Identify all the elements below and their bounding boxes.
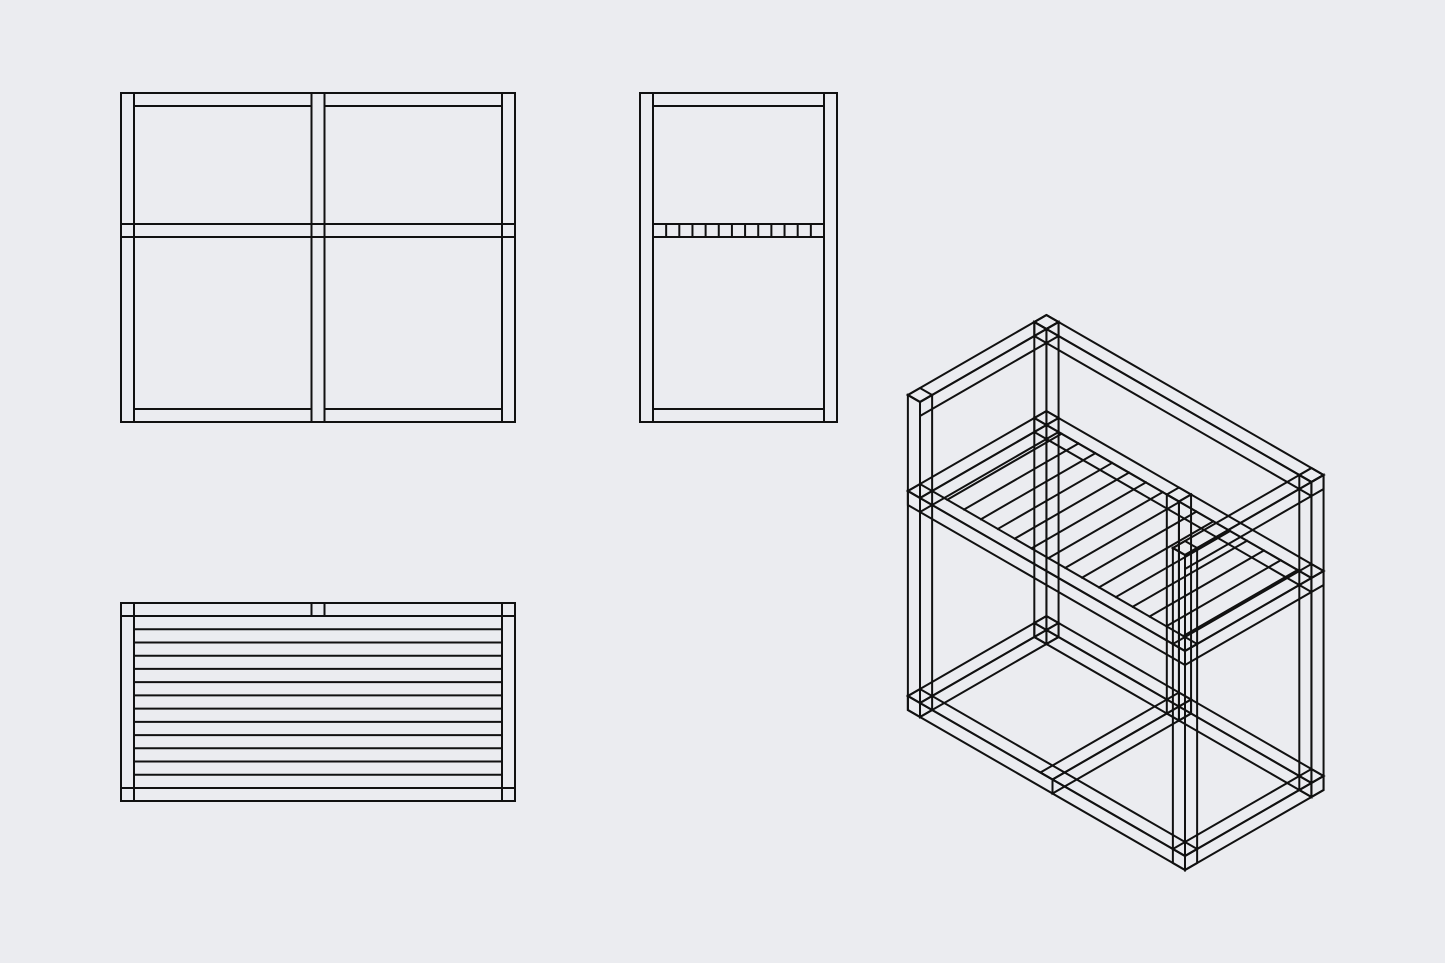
iso-post-back-left	[1032, 313, 1061, 331]
iso-seat-rail-left	[905, 409, 1061, 500]
iso-post-back-right	[1297, 466, 1326, 484]
iso-rail-bottom-right	[1184, 774, 1325, 872]
iso-seat-slat	[945, 432, 1063, 502]
front-rail-seat	[120, 223, 516, 238]
iso-seat-slat	[1097, 519, 1215, 589]
iso-arm-right	[1170, 466, 1326, 557]
iso-rail-bottom-front	[905, 687, 1200, 858]
iso-arm-right	[1184, 473, 1325, 571]
front-rail-bottom	[323, 408, 503, 423]
side-rail-bottom	[652, 408, 825, 423]
front-rail-top	[133, 92, 313, 107]
iso-rail-bottom-middle	[1051, 697, 1193, 796]
iso-top-rail-back	[1033, 320, 1313, 498]
iso-seat-slat	[1148, 549, 1266, 618]
iso-arm-left	[905, 313, 1061, 404]
iso-seat-slat	[996, 461, 1114, 531]
iso-post-back-middle	[1164, 486, 1194, 503]
front-rail-top	[323, 92, 503, 107]
top-post-right	[501, 602, 516, 802]
front-post-left	[120, 92, 135, 423]
iso-seat-slat	[1030, 481, 1148, 550]
iso-post-front-left	[905, 386, 935, 404]
top-outline	[120, 602, 516, 802]
iso-post-back-right	[1298, 473, 1313, 799]
iso-post-back-left	[1045, 320, 1060, 646]
front-post-right	[501, 92, 516, 423]
isometric-view	[905, 313, 1326, 872]
iso-seat-slat	[979, 451, 1097, 521]
iso-seat-rail-left	[919, 416, 1060, 514]
iso-rail-bottom-middle	[1038, 691, 1194, 781]
side-seat-rail	[652, 223, 825, 238]
front-elevation-view	[120, 92, 516, 423]
side-outline	[639, 92, 838, 423]
side-post-front	[823, 92, 838, 423]
iso-seat-rail-right	[1170, 562, 1326, 653]
side-post-back	[639, 92, 654, 423]
front-post-middle	[310, 92, 326, 423]
iso-seat-slat	[1013, 471, 1131, 541]
iso-post-front-left	[906, 393, 922, 719]
iso-seat-slat	[1131, 539, 1249, 609]
iso-seat-slat	[1063, 500, 1181, 570]
top-post-left	[120, 602, 135, 802]
iso-rail-bottom-left	[905, 614, 1061, 705]
top-plan-view	[120, 602, 516, 802]
iso-rail-bottom-right	[1170, 767, 1326, 858]
side-rail-top	[652, 92, 825, 107]
iso-post-front-left	[919, 393, 934, 719]
side-elevation-view	[639, 92, 838, 423]
iso-arm-left	[919, 320, 1060, 418]
iso-seat-slat	[1181, 568, 1299, 638]
iso-rail-bottom-left	[919, 621, 1060, 719]
iso-seat-slat	[962, 442, 1080, 511]
front-outline	[120, 92, 516, 423]
iso-seat-slat	[1080, 510, 1198, 579]
front-rail-bottom	[133, 408, 313, 423]
iso-post-back-right	[1310, 473, 1325, 799]
iso-seat-slat	[1165, 558, 1283, 628]
iso-rail-bottom-front	[906, 694, 1186, 872]
iso-seat-slat	[1047, 490, 1165, 560]
